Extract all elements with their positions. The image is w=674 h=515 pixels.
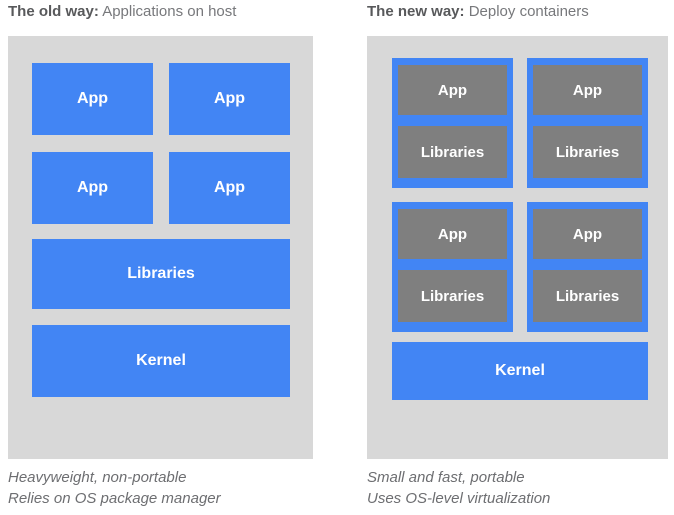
old-way-column: The old way: Applications on host App Ap…: [8, 0, 313, 515]
container-app-box: App: [533, 209, 642, 259]
host-panel: App App App App Libraries Kernel: [8, 36, 313, 459]
container-app-box: App: [398, 65, 507, 115]
new-way-caption-line-2: Uses OS-level virtualization: [367, 490, 551, 507]
container-box: App Libraries: [392, 58, 513, 188]
container-box: App Libraries: [392, 202, 513, 332]
old-way-caption-line-1: Heavyweight, non-portable: [8, 469, 187, 486]
libraries-box: Libraries: [32, 239, 290, 309]
container-app-box: App: [533, 65, 642, 115]
old-way-title: The old way: Applications on host: [8, 3, 313, 20]
kernel-box: Kernel: [392, 342, 648, 400]
new-way-caption-line-1: Small and fast, portable: [367, 469, 525, 486]
app-box: App: [169, 152, 290, 224]
host-apps-row-1: App App: [32, 63, 290, 135]
container-app-box: App: [398, 209, 507, 259]
app-box: App: [169, 63, 290, 135]
container-libraries-box: Libraries: [533, 126, 642, 178]
kernel-box: Kernel: [32, 325, 290, 397]
containers-panel: App Libraries App Libraries App Librarie…: [367, 36, 668, 459]
old-way-title-rest: Applications on host: [102, 3, 237, 20]
app-box: App: [32, 63, 153, 135]
host-apps-row-2: App App: [32, 152, 290, 224]
new-way-title-rest: Deploy containers: [468, 3, 589, 20]
new-way-title-bold: The new way:: [367, 3, 465, 20]
containers-grid: App Libraries App Libraries App Librarie…: [392, 58, 648, 332]
new-way-column: The new way: Deploy containers App Libra…: [367, 0, 668, 515]
app-box: App: [32, 152, 153, 224]
old-way-caption: Heavyweight, non-portable Relies on OS p…: [8, 467, 313, 509]
new-way-title: The new way: Deploy containers: [367, 3, 668, 20]
container-box: App Libraries: [527, 58, 648, 188]
new-way-caption: Small and fast, portable Uses OS-level v…: [367, 467, 668, 509]
container-libraries-box: Libraries: [533, 270, 642, 322]
container-libraries-box: Libraries: [398, 126, 507, 178]
old-way-title-bold: The old way:: [8, 3, 99, 20]
container-libraries-box: Libraries: [398, 270, 507, 322]
container-box: App Libraries: [527, 202, 648, 332]
old-way-caption-line-2: Relies on OS package manager: [8, 490, 221, 507]
